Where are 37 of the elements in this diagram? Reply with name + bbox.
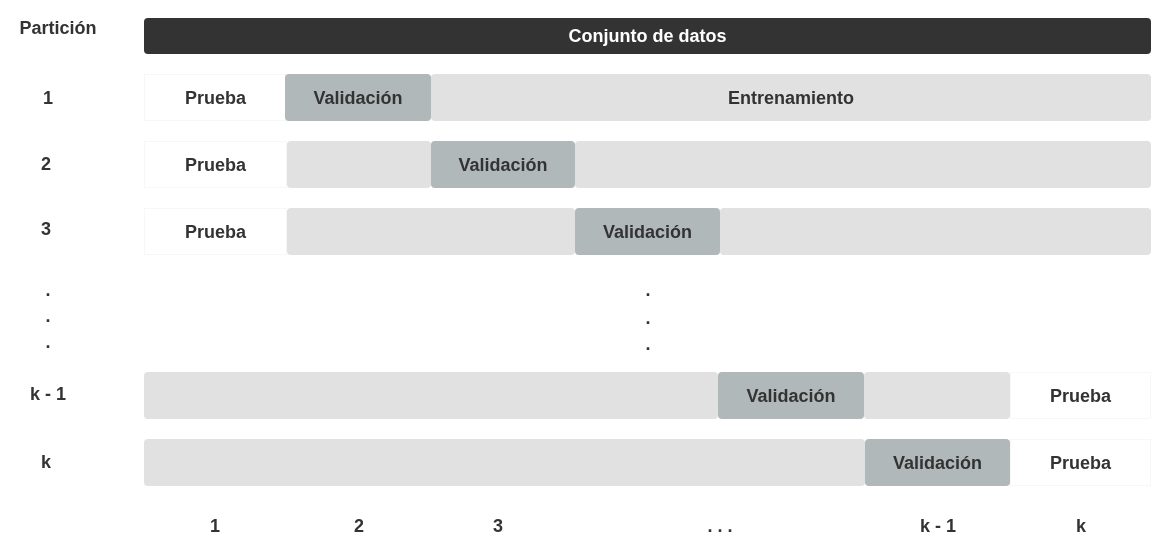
axis-label: . (45, 281, 51, 299)
axis-label: k - 1 (30, 385, 66, 403)
axis-label: 1 (43, 89, 53, 107)
axis-label: . (645, 281, 651, 299)
training-segment (864, 372, 1010, 419)
axis-label: k (41, 453, 51, 471)
test-segment: Prueba (1010, 372, 1151, 419)
test-segment: Prueba (144, 208, 287, 255)
axis-label: . (645, 309, 651, 327)
axis-label: k (1076, 517, 1086, 535)
test-segment: Prueba (1010, 439, 1151, 486)
validation-segment: Validación (865, 439, 1010, 486)
column-heading: Partición (19, 19, 97, 37)
validation-segment: Validación (718, 372, 864, 419)
training-segment (144, 372, 718, 419)
test-segment: Prueba (144, 74, 287, 121)
axis-label: 3 (493, 517, 503, 535)
axis-label: . (45, 333, 51, 351)
training-segment (287, 208, 575, 255)
axis-label: 3 (41, 220, 51, 238)
axis-label: 2 (354, 517, 364, 535)
validation-segment: Validación (285, 74, 431, 121)
axis-label: k - 1 (920, 517, 956, 535)
training-segment (287, 141, 431, 188)
axis-label: . . . (707, 517, 733, 535)
axis-label: 2 (41, 155, 51, 173)
dataset-bar: Conjunto de datos (144, 18, 1151, 54)
test-segment: Prueba (144, 141, 287, 188)
training-segment: Entrenamiento (431, 74, 1151, 121)
training-segment (144, 439, 865, 486)
axis-label: . (45, 307, 51, 325)
validation-segment: Validación (575, 208, 720, 255)
axis-label: 1 (210, 517, 220, 535)
training-segment (575, 141, 1151, 188)
validation-segment: Validación (431, 141, 575, 188)
axis-label: . (645, 335, 651, 353)
training-segment (720, 208, 1151, 255)
